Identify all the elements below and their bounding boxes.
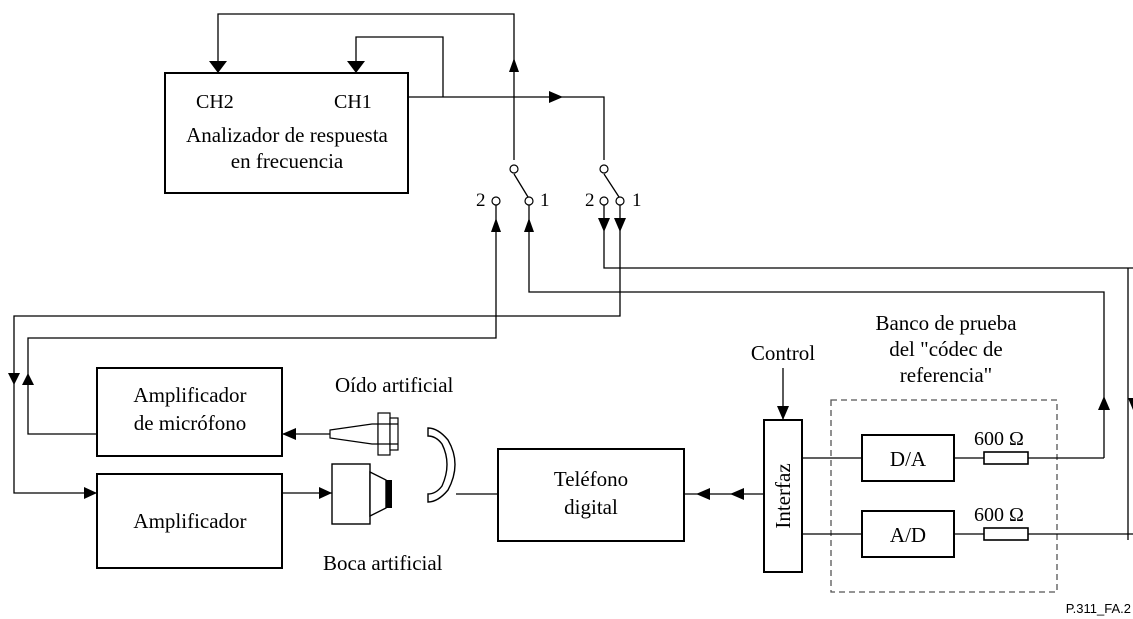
amp-feed-wire: [8, 205, 626, 499]
switch-left-pos1: [524, 196, 534, 206]
phone-line1: Teléfono: [554, 467, 628, 491]
ch2-label: CH2: [196, 91, 234, 113]
ad-box: [861, 510, 955, 558]
ad-resistor-label: 600 Ω: [974, 504, 1024, 526]
mic-return-wire: [22, 205, 501, 435]
ad-path: A/D 600 Ω: [802, 504, 1133, 558]
ad-feed-arrowhead: [598, 218, 610, 232]
ear-body-icon: [377, 412, 391, 456]
phone-box: [497, 448, 685, 542]
phone-line2: digital: [564, 495, 618, 519]
ear-out-arrowhead: [282, 428, 296, 440]
ch1-label: CH1: [334, 91, 372, 113]
switch-right-common: [599, 164, 609, 174]
ear-cap-icon: [389, 417, 399, 451]
control-arrowhead: [777, 406, 789, 420]
artificial-mouth: Boca artificial: [282, 463, 443, 575]
interface-block: Interfaz: [763, 419, 803, 573]
bench-label-line1: Banco de prueba: [875, 311, 1017, 335]
da-return-wire: [524, 205, 1110, 458]
da-up-arrowhead: [1098, 396, 1110, 410]
ad-feed-wire: [598, 205, 1133, 540]
mouth-lip-icon: [386, 480, 392, 508]
da-box: [861, 434, 955, 482]
analyzer-title-line1: Analizador de respuesta: [186, 123, 388, 147]
mouth-body-icon: [331, 463, 371, 525]
control-label: Control: [751, 341, 815, 365]
interface-label: Interfaz: [771, 463, 795, 528]
mouth-horn-icon: [369, 470, 387, 518]
analyzer-block: CH2 CH1 Analizador de respuesta en frecu…: [164, 72, 409, 194]
ad-label: A/D: [890, 523, 926, 547]
mouth-label: Boca artificial: [323, 551, 443, 575]
da-return-arrowhead: [524, 218, 534, 232]
switch-up-arrowhead: [509, 58, 519, 72]
figure-id: P.311_FA.2: [1066, 601, 1131, 616]
mic-amp-line1: Amplificador: [133, 383, 246, 407]
ch1-wire: [347, 36, 444, 97]
phone-block: Teléfono digital: [497, 448, 685, 542]
da-path: D/A 600 Ω: [802, 428, 1104, 482]
da-resistor-icon: [983, 451, 1029, 465]
bench-label-line2: del "códec de: [889, 337, 1003, 361]
amp-down-arrowhead: [8, 373, 20, 385]
switch-left-label-2: 2: [476, 190, 486, 211]
analyzer-title-line2: en frecuencia: [231, 149, 344, 173]
switch-left-pos2: [491, 196, 501, 206]
da-label: D/A: [890, 447, 927, 471]
amp-block: Amplificador: [96, 473, 283, 569]
ear-tube-icon: [329, 423, 379, 445]
control-input: Control: [751, 341, 815, 420]
switch-right: 2 1: [585, 164, 642, 211]
handset-icon: [427, 427, 498, 503]
mic-return-arrowhead: [491, 218, 501, 232]
ad-resistor-icon: [983, 527, 1029, 541]
switch-right-label-1: 1: [632, 190, 642, 211]
to-phone-arrowhead: [696, 488, 710, 500]
interface-box: [763, 419, 803, 573]
mouth-in-arrowhead: [319, 487, 332, 499]
bench-outline: [830, 399, 1058, 593]
mic-amp-line2: de micrófono: [134, 411, 247, 435]
mic-amp-block: Amplificador de micrófono: [96, 367, 283, 457]
ear-label: Oído artificial: [335, 373, 454, 397]
codec-bench: Banco de prueba del "códec de referencia…: [830, 311, 1058, 593]
switch-right-label-2: 2: [585, 190, 595, 211]
output-arrowhead: [549, 91, 563, 103]
switch-left-label-1: 1: [540, 190, 550, 211]
ad-down-arrowhead: [1128, 398, 1133, 410]
analyzer-box: [164, 72, 409, 194]
mic-amp-box: [96, 367, 283, 457]
da-resistor-label: 600 Ω: [974, 428, 1024, 450]
amp-label: Amplificador: [133, 509, 246, 533]
mic-amp-up-arrowhead: [22, 373, 34, 385]
ch1-arrowhead: [347, 61, 365, 73]
ch2-input-wire: [209, 13, 519, 160]
phone-interface-link: [684, 488, 764, 500]
artificial-ear: Oído artificial: [282, 373, 454, 456]
switch-left-common: [509, 164, 519, 174]
amp-box: [96, 473, 283, 569]
amp-in-arrowhead: [84, 487, 97, 499]
amp-feed-arrowhead: [614, 218, 626, 232]
switch-right-pos2: [599, 196, 609, 206]
switch-left: 2 1: [476, 164, 550, 211]
bench-label-line3: referencia": [900, 363, 993, 387]
ch2-arrowhead: [209, 61, 227, 73]
analyzer-output-wire: [408, 91, 605, 160]
switch-right-pos1: [615, 196, 625, 206]
to-interface-arrowhead: [730, 488, 744, 500]
